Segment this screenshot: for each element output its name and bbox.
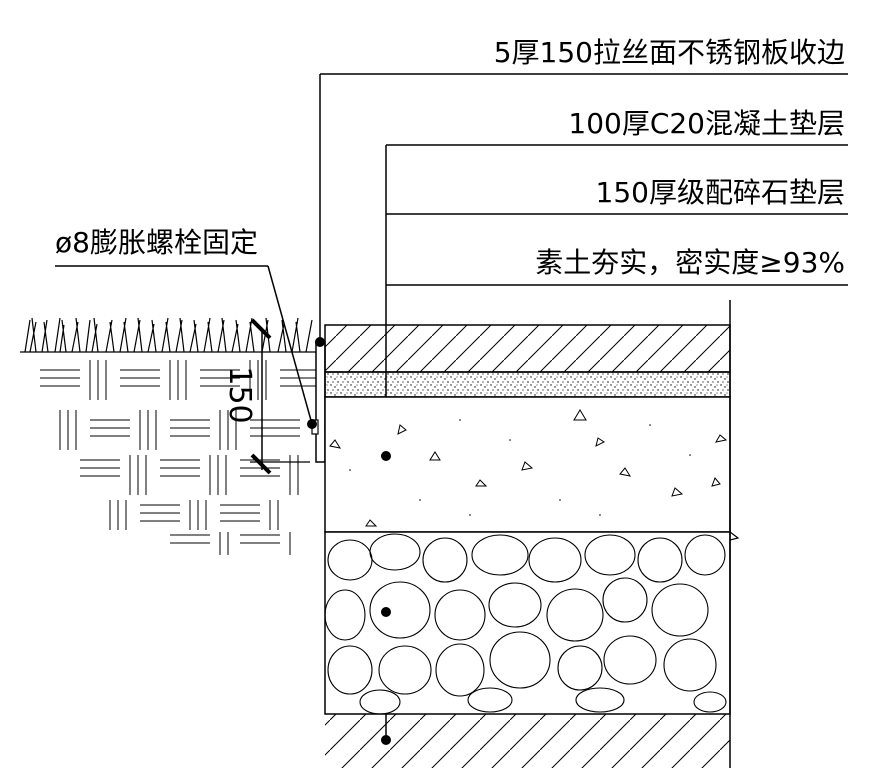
soil-brick-pattern [40,360,320,555]
dimension-150: 150 [222,318,310,475]
grass-surface [20,317,320,353]
gravel-layer [324,531,731,715]
leader-dots [307,337,391,745]
label-concrete-layer: 100厚C20混凝土垫层 [568,107,845,140]
label-gravel-layer: 150厚级配碎石垫层 [596,176,845,209]
stainless-edge-plate [315,341,326,463]
surface-hatch-layer [324,324,731,373]
dimension-value: 150 [222,366,257,423]
sand-layer [324,371,731,398]
label-group: 5厚150拉丝面不锈钢板收边 100厚C20混凝土垫层 150厚级配碎石垫层 素… [55,36,848,425]
leader-diag-bolt [267,265,313,425]
label-bolt-fix: ø8膨胀螺栓固定 [55,226,258,259]
label-stainless-edge: 5厚150拉丝面不锈钢板收边 [494,36,845,69]
compacted-soil [325,300,731,768]
concrete-layer [324,396,731,533]
label-compacted-soil: 素土夯实，密实度≥93% [535,246,845,279]
